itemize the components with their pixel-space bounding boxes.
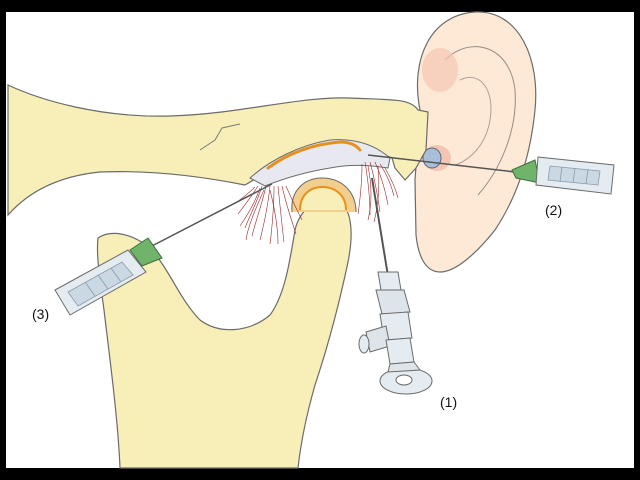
capsule-fibers (233, 161, 399, 245)
label-needle-anterior: (3) (32, 306, 49, 322)
label-arthroscope: (1) (440, 394, 457, 410)
bone-suture (199, 123, 241, 151)
mandible (96, 198, 352, 469)
needle-anterior (54, 183, 273, 316)
condyle (291, 177, 357, 213)
label-needle-posterior: (2) (545, 202, 562, 218)
arthroscope-icon (358, 177, 433, 395)
temporal-bone (7, 84, 429, 217)
syringe-hub-3 (129, 237, 163, 267)
needle-posterior (367, 154, 615, 195)
